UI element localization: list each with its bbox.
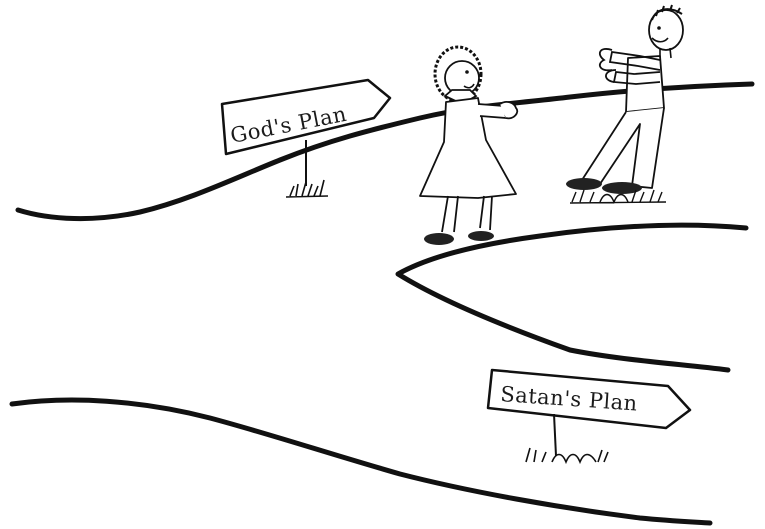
girl-right-leg bbox=[480, 196, 492, 230]
boy-pants bbox=[582, 108, 664, 188]
boy-left-shoe bbox=[566, 178, 602, 190]
fork-divider bbox=[398, 225, 746, 370]
gods-plan-sign: God's Plan bbox=[222, 80, 390, 197]
girl-figure bbox=[420, 47, 517, 245]
satans-plan-post bbox=[554, 414, 556, 456]
satans-plan-grass bbox=[526, 448, 608, 462]
boy-hands bbox=[600, 49, 616, 82]
girl-eye bbox=[465, 70, 469, 74]
boy-eye bbox=[657, 26, 661, 30]
boy-figure bbox=[566, 5, 683, 203]
girl-left-leg bbox=[442, 196, 458, 232]
satans-plan-sign: Satan's Plan bbox=[488, 370, 690, 462]
girl-left-shoe bbox=[424, 233, 454, 245]
girl-right-shoe bbox=[468, 231, 494, 241]
